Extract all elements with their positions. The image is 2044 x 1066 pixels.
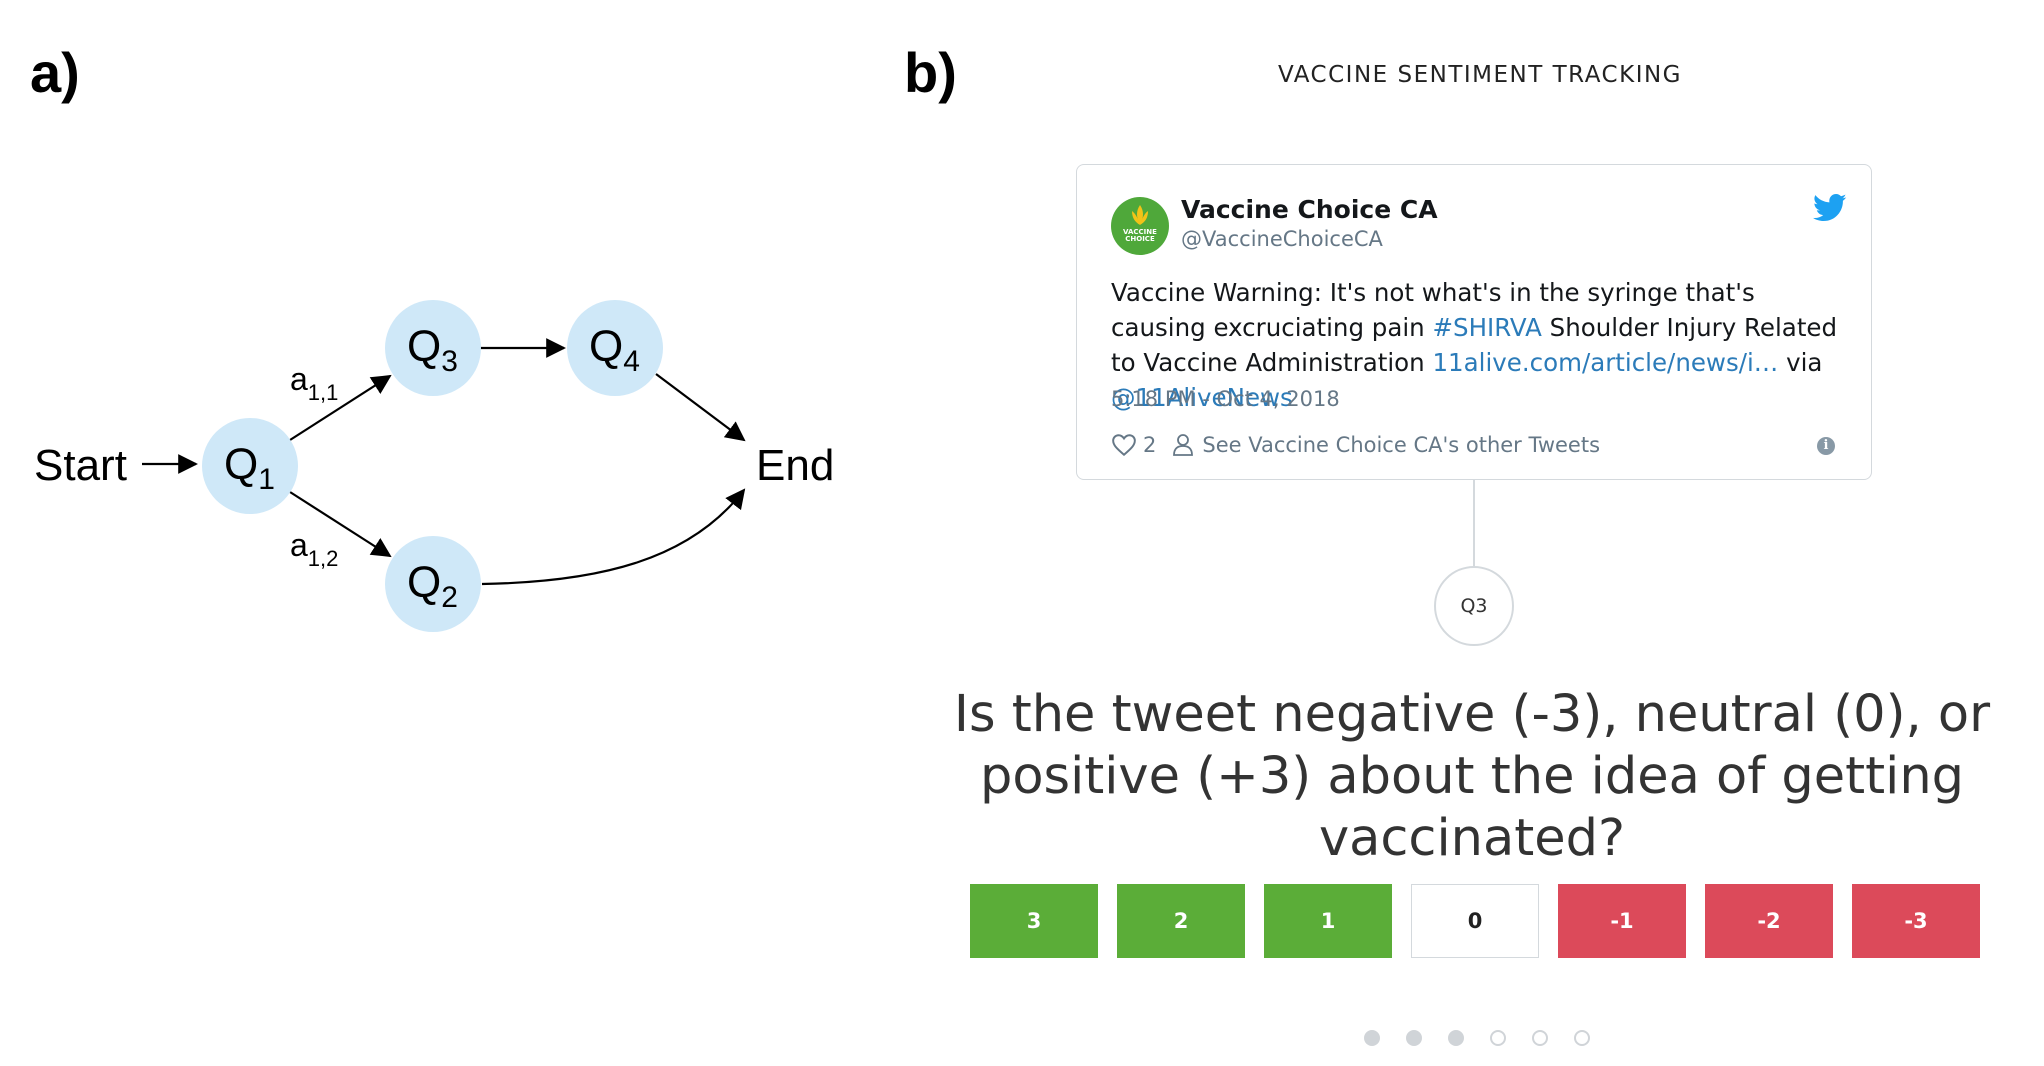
- tweet-card[interactable]: VACCINE CHOICE Vaccine Choice CA @Vaccin…: [1076, 164, 1872, 480]
- node-q2: Q2: [385, 536, 481, 632]
- edge-q2-end: [481, 488, 746, 586]
- svg-text:Q4: Q4: [589, 322, 640, 378]
- info-icon[interactable]: i: [1817, 437, 1835, 455]
- rating-button-3[interactable]: 3: [970, 884, 1098, 958]
- svg-text:Q2: Q2: [407, 558, 458, 614]
- edge-q4-end: [655, 373, 746, 442]
- node-q3: Q3: [385, 300, 481, 396]
- tweet-author-handle[interactable]: @VaccineChoiceCA: [1181, 227, 1383, 251]
- question-text: Is the tweet negative (-3), neutral (0),…: [953, 685, 1991, 868]
- progress-dot-3: [1448, 1030, 1464, 1046]
- connector-line: [1473, 480, 1475, 568]
- question-node: Q3: [1434, 566, 1514, 646]
- rating-button-minus-3[interactable]: -3: [1852, 884, 1980, 958]
- page-title: VACCINE SENTIMENT TRACKING: [1277, 62, 1683, 88]
- like-count: 2: [1143, 433, 1157, 457]
- edge-q1-q2: [289, 491, 392, 558]
- tweet-footer: 2 See Vaccine Choice CA's other Tweets: [1111, 433, 1600, 457]
- heart-icon[interactable]: [1111, 433, 1137, 457]
- progress-dot-2: [1406, 1030, 1422, 1046]
- rating-button-1[interactable]: 1: [1264, 884, 1392, 958]
- panel-b-label: b): [904, 41, 957, 104]
- progress-dot-4: [1490, 1030, 1506, 1046]
- progress-dot-5: [1532, 1030, 1548, 1046]
- end-label: End: [756, 441, 834, 490]
- tweet-author-name[interactable]: Vaccine Choice CA: [1181, 195, 1438, 224]
- node-q1: Q1: [202, 418, 298, 514]
- rating-button-minus-1[interactable]: -1: [1558, 884, 1686, 958]
- node-q4: Q4: [567, 300, 663, 396]
- rating-button-0[interactable]: 0: [1411, 884, 1539, 958]
- avatar-text: VACCINE CHOICE: [1123, 228, 1157, 243]
- leaf-logo-icon: [1132, 205, 1148, 225]
- mention-link[interactable]: @11AliveNews: [1111, 383, 1293, 412]
- person-icon: [1173, 434, 1194, 456]
- progress-dot-6: [1574, 1030, 1590, 1046]
- svg-text:Q3: Q3: [407, 322, 458, 378]
- panel-a-label: a): [30, 41, 80, 104]
- question-flow-diagram: Q1 Q3 Q4 Q2 Start End a1,1 a1,2: [34, 300, 834, 632]
- edge-q1-q3: [289, 374, 392, 441]
- hashtag-link[interactable]: #SHIRVA: [1432, 313, 1542, 342]
- rating-button-minus-2[interactable]: -2: [1705, 884, 1833, 958]
- avatar[interactable]: VACCINE CHOICE: [1111, 197, 1169, 255]
- other-tweets-link[interactable]: See Vaccine Choice CA's other Tweets: [1202, 433, 1601, 457]
- start-label: Start: [34, 441, 127, 490]
- rating-button-2[interactable]: 2: [1117, 884, 1245, 958]
- twitter-bird-icon[interactable]: [1813, 193, 1847, 223]
- tweet-text: Vaccine Warning: It's not what's in the …: [1111, 278, 1838, 412]
- progress-dot-1: [1364, 1030, 1380, 1046]
- tweet-timestamp[interactable]: 5:18 PM - Oct 4, 2018: [1111, 387, 1340, 411]
- article-link[interactable]: 11alive.com/article/news/i…: [1432, 348, 1779, 377]
- edge-label-a12: a1,2: [290, 527, 338, 571]
- svg-text:Q1: Q1: [224, 440, 275, 496]
- edge-label-a11: a1,1: [290, 361, 338, 405]
